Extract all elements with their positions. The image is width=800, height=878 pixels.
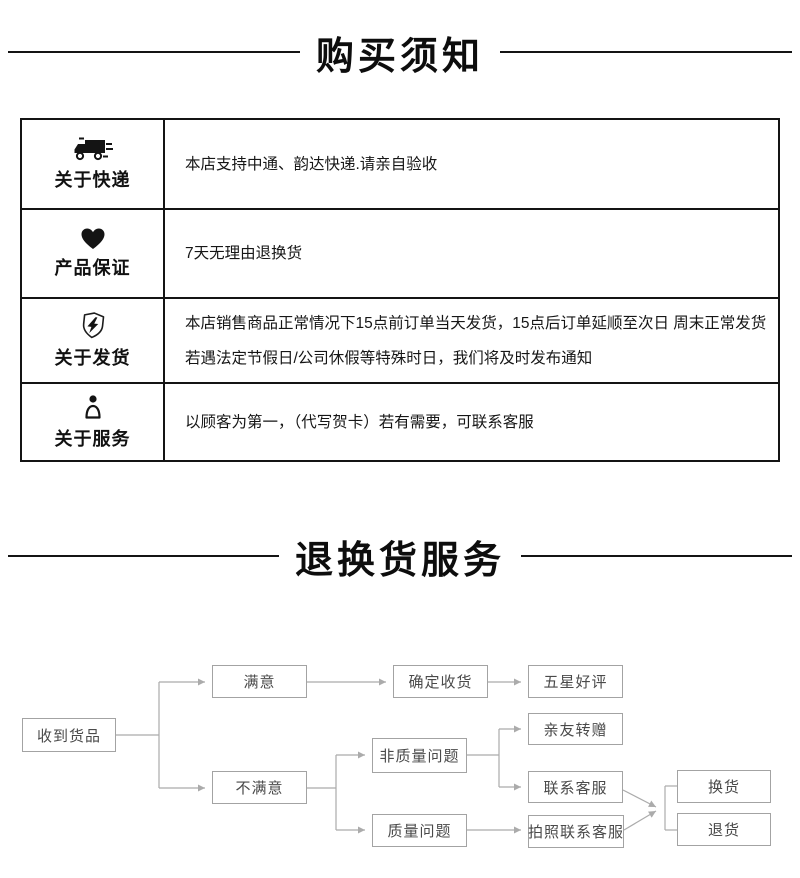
table-row-shipping-content: 本店销售商品正常情况下15点前订单当天发货，15点后订单延顺至次日 周末正常发货… [165,297,778,382]
row-label: 关于服务 [54,428,131,449]
flow-node-confirm: 确定收货 [393,665,488,698]
return-flowchart: 收到货品 满意 确定收货 五星好评 亲友转赠 不满意 非质量问题 联系客服 质量… [0,650,800,878]
flow-node-quality: 质量问题 [372,814,467,847]
flow-node-photo-contact: 拍照联系客服 [528,815,624,848]
person-icon [80,394,106,422]
table-row-service-content: 以顾客为第一，（代写贺卡）若有需要，可联系客服 [165,382,778,460]
flow-node-gift: 亲友转赠 [528,713,623,745]
flow-node-non-quality: 非质量问题 [372,738,467,773]
row-text: 若遇法定节假日/公司休假等特殊时日，我们将及时发布通知 [185,349,593,367]
heading-rule-right [500,51,793,53]
page-title: 购买须知 [316,35,485,78]
flow-node-return: 退货 [677,813,771,846]
row-label: 关于快递 [54,169,131,190]
row-label: 关于发货 [54,348,131,368]
table-row-guarantee-content: 7天无理由退换货 [165,208,778,297]
flow-node-five-star: 五星好评 [528,665,623,698]
table-row-express-content: 本店支持中通、韵达快递.请亲自验收 [165,120,778,208]
heading-rule-left [8,51,300,53]
flow-node-receive: 收到货品 [22,718,116,752]
row-text: 本店支持中通、韵达快递.请亲自验收 [185,155,438,173]
table-row-service-label-cell: 关于服务 [22,382,165,460]
row-label: 产品保证 [54,258,131,278]
section-header-return-service: 退换货服务 [0,528,800,584]
shield-bolt-icon [78,311,108,341]
table-row-express-label-cell: 关于快递 [22,120,165,208]
notice-table: 关于快递 本店支持中通、韵达快递.请亲自验收 产品保证 7天无理由退换货 [20,118,780,462]
heart-icon [80,227,106,251]
heading-rule-right [521,555,793,557]
row-text: 本店销售商品正常情况下15点前订单当天发货，15点后订单延顺至次日 周末正常发货 [185,314,767,332]
row-text: 以顾客为第一，（代写贺卡）若有需要，可联系客服 [185,413,534,431]
flow-node-exchange: 换货 [677,770,771,803]
page-title: 退换货服务 [295,539,506,582]
flow-node-contact: 联系客服 [528,771,623,803]
section-header-purchase-notice: 购买须知 [0,26,800,78]
heading-rule-left [8,555,279,557]
table-row-guarantee-label-cell: 产品保证 [22,208,165,297]
flowchart-connectors [115,678,677,834]
flow-node-unsatisfied: 不满意 [212,771,307,804]
flow-node-satisfied: 满意 [212,665,307,698]
truck-icon [72,137,114,163]
row-text: 7天无理由退换货 [185,245,303,262]
table-row-shipping-label-cell: 关于发货 [22,297,165,382]
